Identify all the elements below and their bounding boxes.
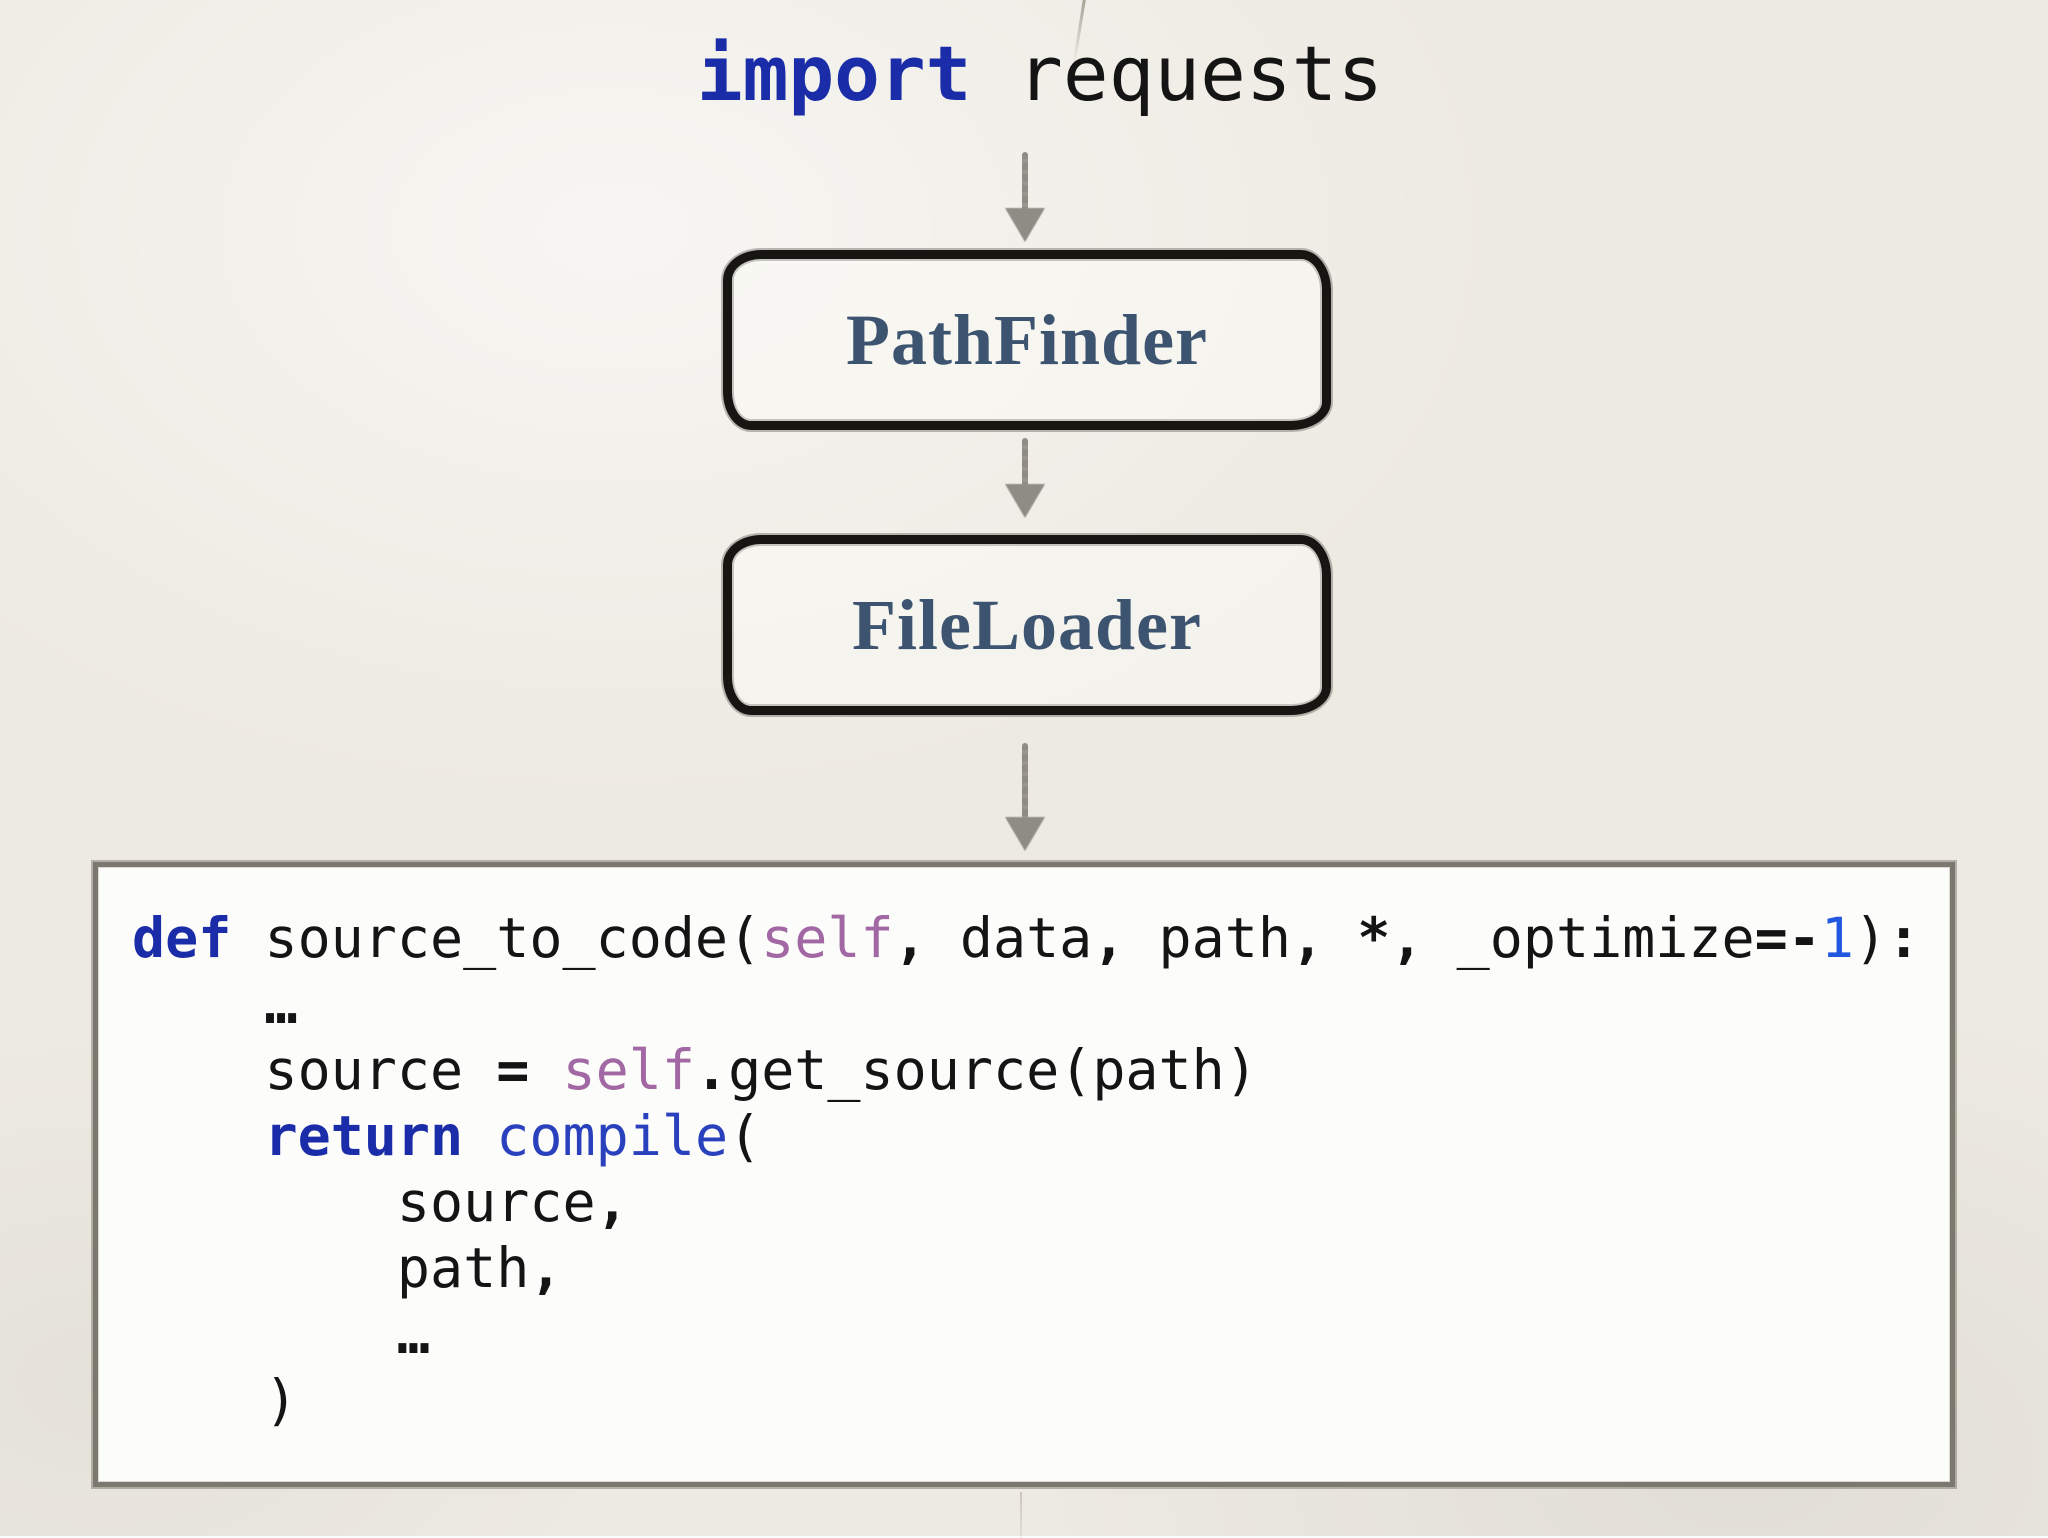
arrow-down-icon	[1003, 152, 1047, 242]
code-token-pl	[132, 972, 264, 1036]
slide-title: import requests	[16, 26, 2048, 122]
code-token-pl: _optimize	[1423, 906, 1755, 970]
code-token-pl: )	[132, 1368, 298, 1432]
code-line: def source_to_code(self, data, path, *, …	[132, 905, 1940, 971]
title-module: requests	[971, 29, 1384, 118]
code-line: )	[132, 1367, 1940, 1433]
arrow-head	[1005, 208, 1045, 242]
code-token-pl: )	[1854, 906, 1888, 970]
code-line: …	[132, 1301, 1940, 1367]
code-line: return compile(	[132, 1103, 1940, 1169]
code-token-pl	[132, 1104, 264, 1168]
code-token-pl	[132, 1302, 397, 1366]
arrow-head	[1005, 817, 1045, 851]
flow-box-pathfinder: PathFinder	[723, 250, 1331, 430]
arrow-down-icon	[1003, 743, 1047, 851]
code-line: path,	[132, 1235, 1940, 1301]
code-token-pl	[463, 1104, 496, 1168]
code-token-pl: data	[926, 906, 1093, 970]
code-token-pl: path	[132, 1236, 530, 1300]
arrow-shaft	[1022, 152, 1028, 210]
code-token-pl	[1324, 906, 1357, 970]
arrow-shaft	[1022, 743, 1028, 819]
code-token-op: ,	[529, 1236, 563, 1300]
code-token-pl: get_source(path)	[728, 1038, 1258, 1102]
code-token-pl: (	[728, 1104, 762, 1168]
code-token-self: self	[761, 906, 894, 970]
code-token-op: =-	[1754, 906, 1821, 970]
code-block: def source_to_code(self, data, path, *, …	[98, 867, 1950, 1433]
arrow-head	[1005, 484, 1045, 518]
arrow-shaft	[1022, 438, 1028, 486]
flow-box-label: FileLoader	[852, 584, 1202, 665]
code-line: source,	[132, 1169, 1940, 1235]
code-token-op: =	[496, 1038, 530, 1102]
flow-box-fileloader: FileLoader	[723, 535, 1331, 715]
code-token-self: self	[562, 1038, 695, 1102]
code-token-num: 1	[1820, 906, 1854, 970]
code-token-pl: source_to_code(	[231, 906, 762, 970]
code-token-op: .	[694, 1038, 729, 1102]
code-token-op: ,	[595, 1170, 629, 1234]
code-token-op: ,	[893, 906, 927, 970]
arrow-down-icon	[1003, 438, 1047, 518]
code-token-op: *,	[1357, 906, 1424, 970]
code-token-pl: path	[1125, 906, 1292, 970]
code-token-bi: compile	[496, 1104, 729, 1168]
title-keyword: import	[696, 29, 972, 118]
code-token-op: …	[396, 1302, 431, 1366]
code-token-op: ,	[1291, 906, 1325, 970]
code-line: …	[132, 971, 1940, 1037]
code-token-op: ,	[1092, 906, 1126, 970]
code-token-kw: return	[264, 1104, 464, 1168]
code-token-pl: source	[132, 1170, 596, 1234]
code-token-pl: source	[132, 1038, 497, 1102]
flow-box-label: PathFinder	[846, 299, 1208, 380]
paper-crease-bottom	[1020, 1492, 1022, 1538]
code-panel: def source_to_code(self, data, path, *, …	[93, 862, 1955, 1487]
code-token-pl	[529, 1038, 562, 1102]
code-token-op: :	[1887, 906, 1921, 970]
code-token-kw: def	[132, 906, 232, 970]
code-token-op: …	[264, 972, 298, 1036]
code-line: source = self.get_source(path)	[132, 1037, 1940, 1103]
